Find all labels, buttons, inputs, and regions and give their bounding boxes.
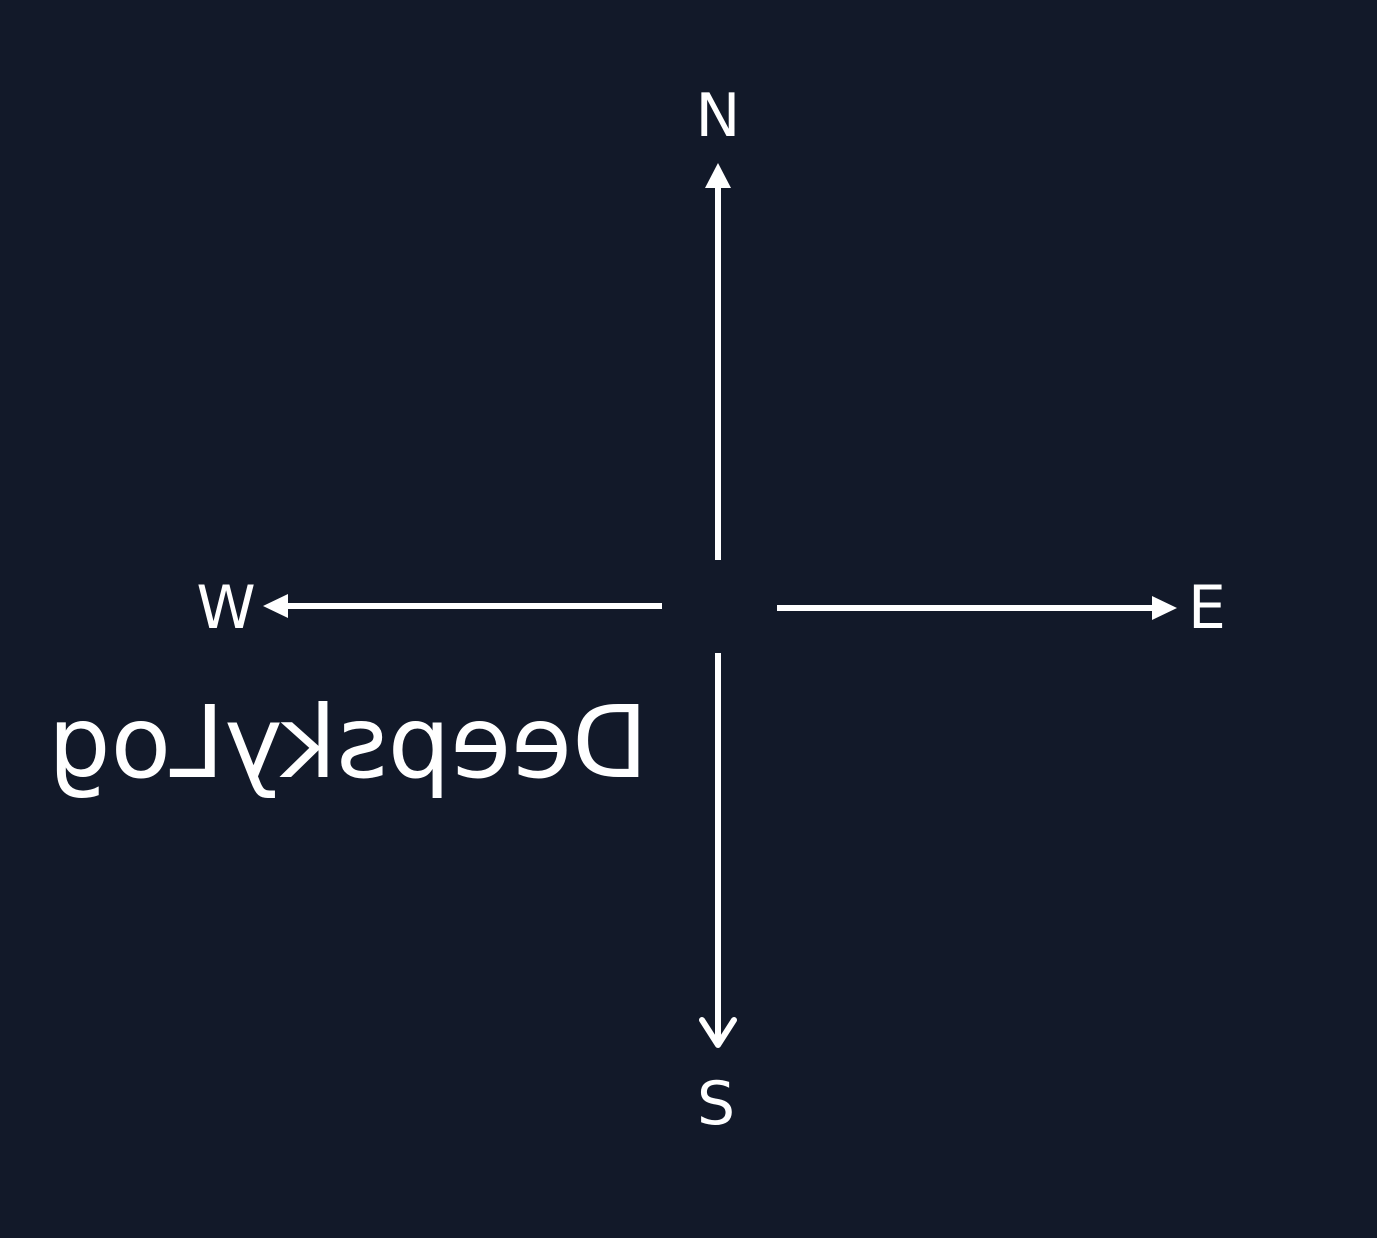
mirrored-logo: DeepskyLog <box>48 684 648 801</box>
west-arrow-head <box>263 594 288 618</box>
north-arrow <box>705 163 731 560</box>
logo-text: DeepskyLog <box>48 684 648 801</box>
south-arrow <box>699 653 737 1048</box>
west-label: W <box>196 573 255 643</box>
south-label: S <box>697 1069 735 1139</box>
east-arrow <box>777 596 1177 620</box>
east-arrow-head <box>1152 596 1177 620</box>
west-arrow <box>263 594 662 618</box>
north-label: N <box>696 81 741 151</box>
south-arrow-head <box>699 1017 737 1048</box>
east-label: E <box>1188 573 1226 643</box>
north-arrow-head <box>705 163 731 188</box>
